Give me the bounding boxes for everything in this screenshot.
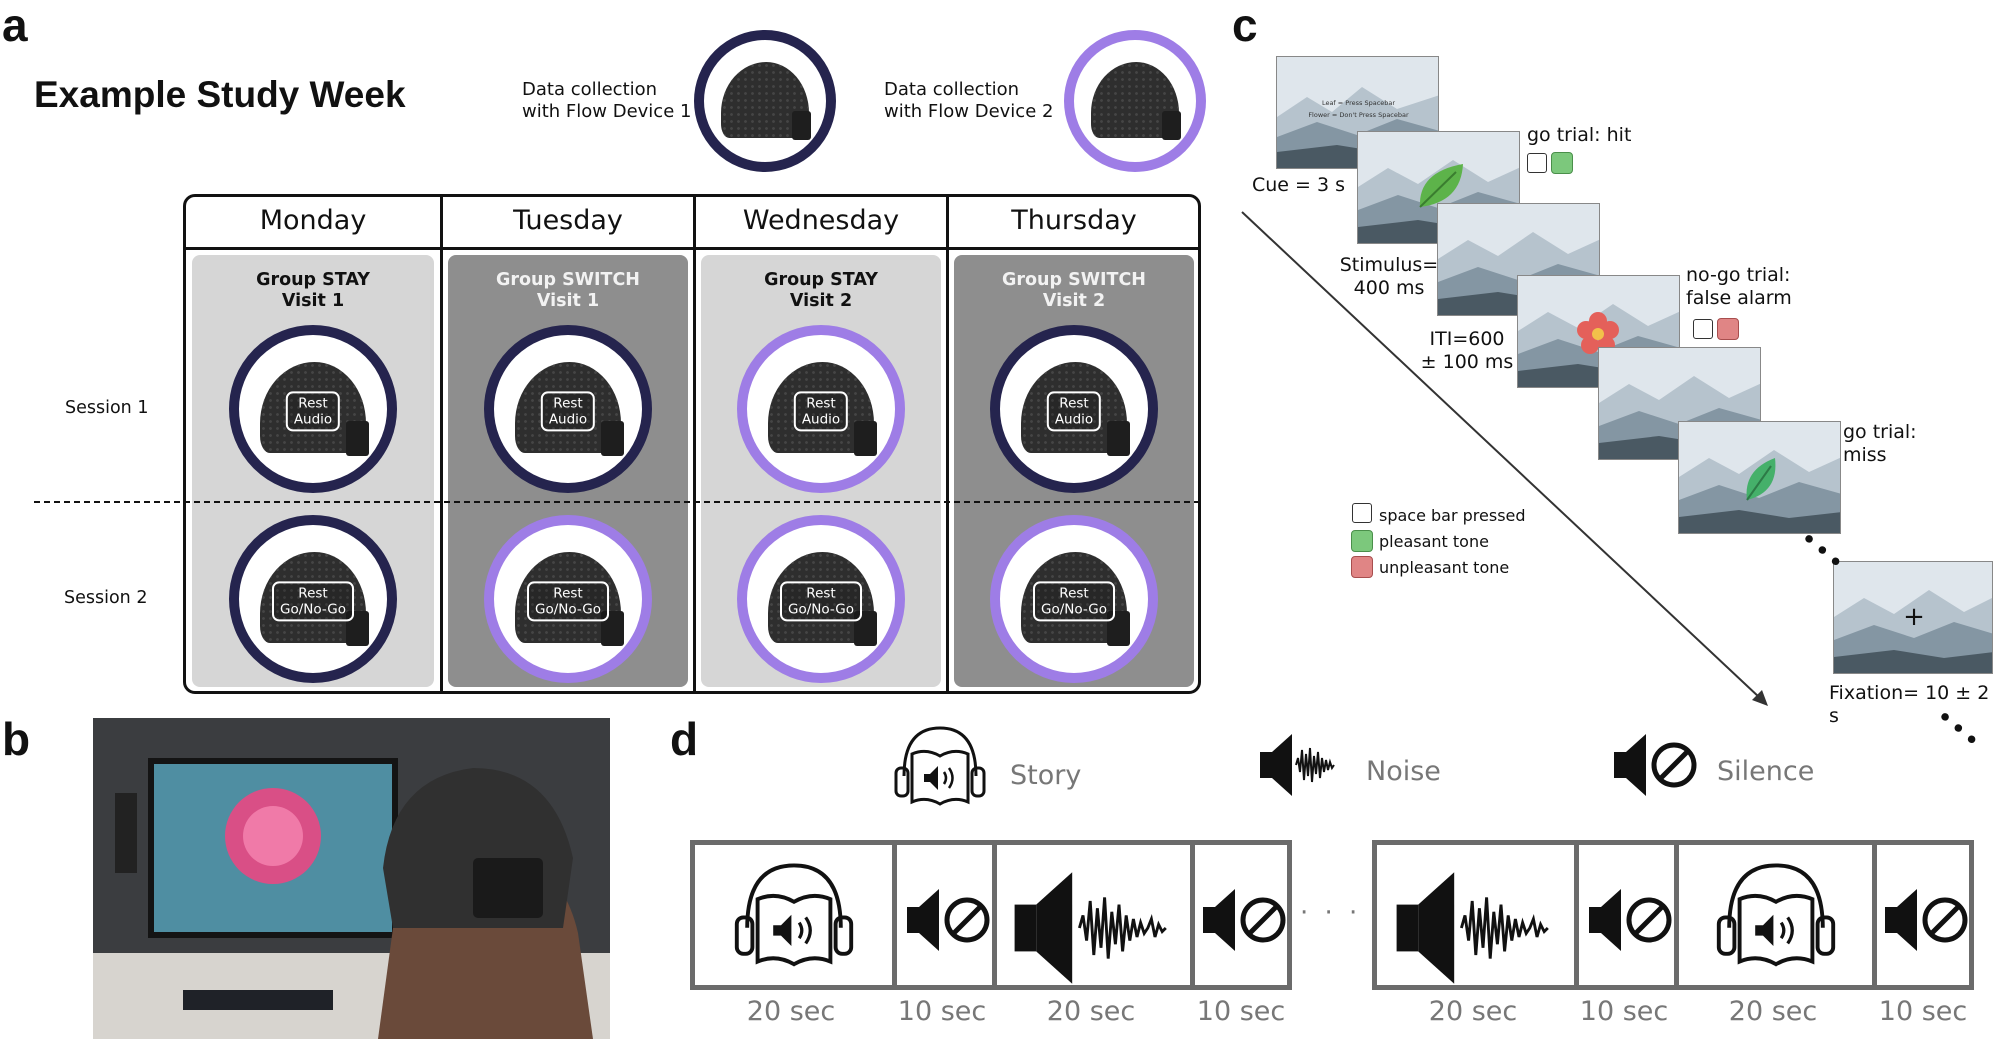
study-schedule-table: Monday Tuesday Wednesday Thursday Group …: [183, 194, 1201, 694]
day-monday: Monday: [259, 205, 367, 236]
session-divider: [34, 501, 1200, 503]
legend-unpleasant-tone: unpleasant tone: [1379, 558, 1510, 577]
unpleasant-tone-icon: [1717, 318, 1739, 340]
fixation-duration-label: Fixation= 10 ± 2 s: [1829, 682, 1990, 727]
duration-label: 10 sec: [1196, 996, 1286, 1027]
space-bar-icon: [1527, 153, 1547, 173]
noise-block-2: [1377, 845, 1579, 985]
story-block: [695, 845, 897, 985]
stimulus-duration-label: Stimulus= 400 ms: [1339, 254, 1439, 299]
device1-label: Data collection with Flow Device 1: [522, 79, 692, 122]
day-wednesday: Wednesday: [742, 205, 900, 236]
space-bar-icon-2: [1693, 319, 1713, 339]
legend-space-bar-icon: [1352, 503, 1372, 523]
noise-legend-label: Noise: [1366, 756, 1441, 787]
silence-block-3: [1579, 845, 1679, 985]
nogo-label: no-go trial: false alarm: [1686, 264, 1792, 309]
sequence-ellipsis: · · ·: [1300, 898, 1362, 928]
duration-label: 20 sec: [1728, 996, 1818, 1027]
go-miss-leaf-screen: [1678, 421, 1841, 534]
panel-a-letter: a: [2, 0, 28, 51]
device1-helmet-icon: [694, 30, 836, 172]
silence-block: [897, 845, 997, 985]
go-hit-label: go trial: hit: [1527, 124, 1632, 146]
block-sequence-right: [1372, 840, 1974, 990]
fixation-screen: +: [1833, 561, 1993, 674]
day-tuesday: Tuesday: [513, 205, 623, 236]
duration-label: 20 sec: [746, 996, 836, 1027]
legend-pleasant-tone: pleasant tone: [1379, 532, 1489, 551]
silence-legend-icon: [1614, 734, 1697, 796]
silence-block-4: [1877, 845, 1969, 985]
device2-label: Data collection with Flow Device 2: [884, 79, 1054, 122]
session2-label: Session 2: [64, 588, 148, 608]
device2-helmet-icon: [1064, 30, 1206, 172]
go-miss-label: go trial: miss: [1843, 421, 1917, 466]
session1-label: Session 1: [65, 398, 149, 418]
silence-legend-label: Silence: [1717, 756, 1815, 787]
block-sequence-left: [690, 840, 1292, 990]
time-arrow: [1241, 211, 1768, 706]
story-legend-label: Story: [1010, 760, 1082, 791]
fixation-cross: +: [1903, 602, 1925, 632]
duration-label: 20 sec: [1428, 996, 1518, 1027]
cue-duration-label: Cue = 3 s: [1252, 174, 1346, 196]
participant-photo: [93, 718, 610, 1039]
noise-legend-icon: [1260, 734, 1335, 796]
panel-b-letter: b: [2, 713, 31, 765]
panel-a-title: Example Study Week: [34, 74, 406, 115]
pleasant-tone-icon: [1551, 152, 1573, 174]
duration-label: 20 sec: [1046, 996, 1136, 1027]
panel-c-letter: c: [1232, 0, 1258, 51]
duration-label: 10 sec: [897, 996, 987, 1027]
duration-label: 10 sec: [1579, 996, 1669, 1027]
panel-d-letter: d: [670, 713, 699, 765]
legend-pleasant-tone-icon: [1351, 530, 1373, 552]
silence-block-2: [1195, 845, 1287, 985]
iti-duration-label: ITI=600 ± 100 ms: [1420, 328, 1514, 373]
duration-label: 10 sec: [1878, 996, 1968, 1027]
noise-block: [997, 845, 1195, 985]
story-legend-icon: [894, 726, 986, 806]
legend-unpleasant-tone-icon: [1351, 556, 1373, 578]
day-thursday: Thursday: [1011, 205, 1137, 236]
story-block-2: [1679, 845, 1877, 985]
cue-text: Leaf = Press Spacebar Flower = Don't Pre…: [1308, 99, 1409, 119]
legend-space-bar: space bar pressed: [1379, 506, 1526, 525]
